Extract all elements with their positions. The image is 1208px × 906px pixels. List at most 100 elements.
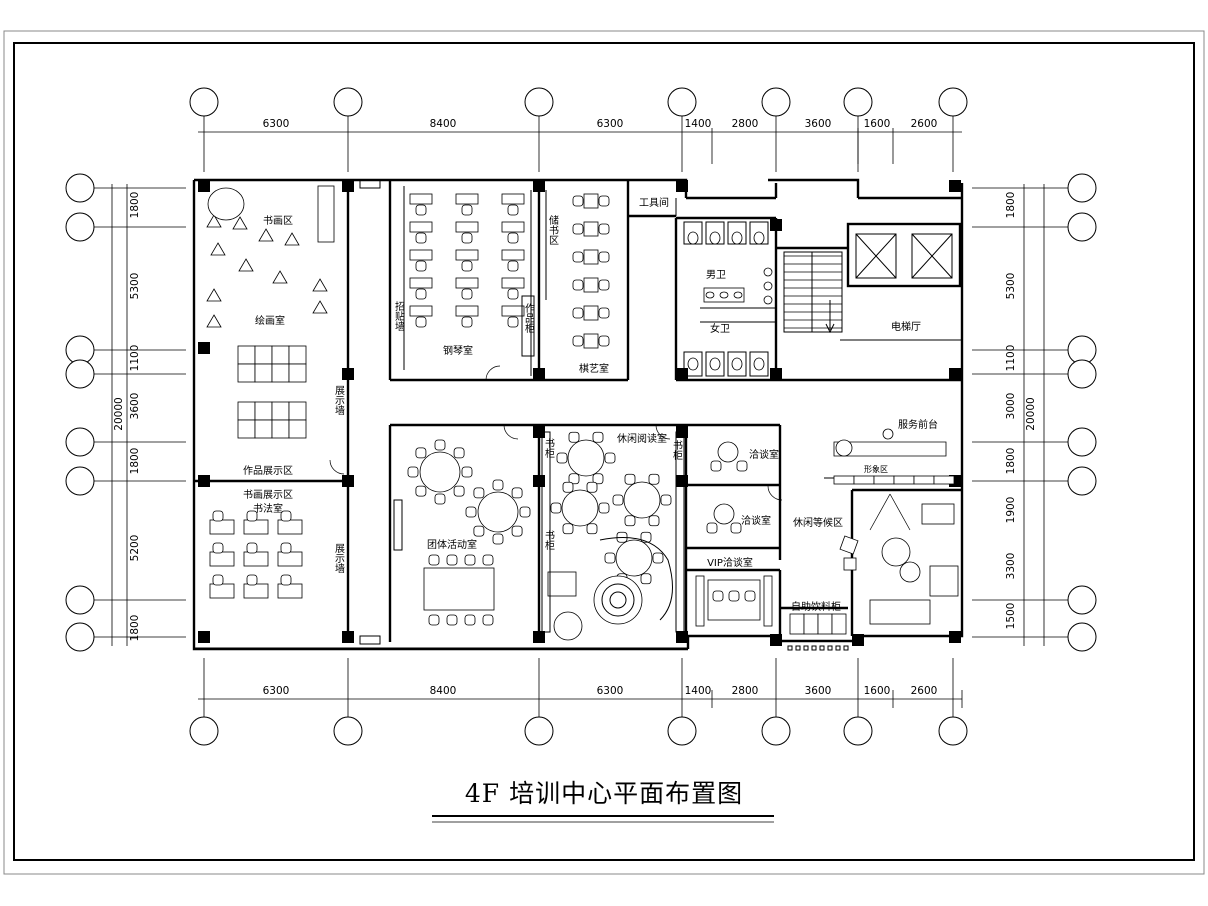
- axis-bubble-right: [1067, 212, 1097, 242]
- label-painting-room: 绘画室: [255, 314, 285, 327]
- label-image-zone: 形象区: [864, 464, 888, 474]
- chair: [492, 533, 504, 545]
- chair: [482, 554, 494, 566]
- chair: [706, 522, 718, 534]
- chair: [624, 473, 636, 485]
- chair: [511, 525, 523, 537]
- outer-sheet-border: [3, 30, 1205, 875]
- table: [501, 305, 525, 317]
- column: [949, 368, 961, 380]
- chair: [592, 473, 604, 485]
- chair: [212, 574, 224, 586]
- table: [455, 305, 479, 317]
- column: [676, 368, 688, 380]
- table: [409, 221, 433, 233]
- chair: [246, 542, 258, 554]
- column: [770, 219, 782, 231]
- table: [929, 565, 959, 597]
- table: [288, 419, 307, 439]
- dim-right-7: 3300: [1005, 553, 1017, 580]
- dim-bottom-2: 8400: [430, 685, 457, 697]
- label-women-toilet: 女卫: [710, 322, 730, 335]
- structural-columns: [198, 180, 961, 646]
- round-table: [567, 439, 605, 477]
- chair: [652, 552, 664, 564]
- chair: [473, 525, 485, 537]
- chair: [640, 573, 652, 585]
- chair: [736, 460, 748, 472]
- chair: [648, 515, 660, 527]
- column: [770, 368, 782, 380]
- chair: [592, 431, 604, 443]
- label-tool-room: 工具间: [639, 196, 669, 209]
- dim-right-total: 20000: [1025, 397, 1037, 430]
- door-swing: [485, 365, 501, 381]
- easel: [312, 300, 328, 314]
- column: [533, 368, 545, 380]
- table: [288, 345, 307, 365]
- table: [288, 401, 307, 421]
- door-swing: [503, 424, 519, 440]
- chair: [464, 614, 476, 626]
- chair: [556, 452, 568, 464]
- chair: [598, 279, 610, 291]
- chair: [246, 510, 258, 522]
- table: [501, 221, 525, 233]
- column: [533, 475, 545, 487]
- table: [831, 613, 847, 635]
- table: [455, 221, 479, 233]
- table: [243, 519, 269, 535]
- column: [342, 631, 354, 643]
- table: [317, 185, 335, 243]
- axis-bubble-top: [333, 87, 363, 117]
- dim-bottom-3: 6300: [597, 685, 624, 697]
- chair: [572, 307, 584, 319]
- room-labels: 书画区 绘画室 作品展示区 书画展示区 书法室 展示墙 展示墙 钢琴室 招贴墙 …: [243, 196, 938, 613]
- label-piano-room: 钢琴室: [443, 344, 473, 357]
- column: [198, 631, 210, 643]
- chair: [572, 335, 584, 347]
- chair: [415, 447, 427, 459]
- table: [853, 475, 875, 485]
- table: [271, 345, 290, 365]
- dim-left-total: 20000: [113, 397, 125, 430]
- column: [770, 634, 782, 646]
- axis-bubble-left: [65, 212, 95, 242]
- label-bookshelf-2: 书柜: [543, 530, 555, 551]
- easel: [238, 258, 254, 272]
- axis-bubble-right: [1067, 173, 1097, 203]
- dim-right-4: 3000: [1005, 393, 1017, 420]
- chair: [415, 316, 427, 328]
- chair: [604, 452, 616, 464]
- round-table: [623, 481, 661, 519]
- column: [533, 631, 545, 643]
- table: [803, 613, 819, 635]
- dim-left-4: 3600: [129, 393, 141, 420]
- axis-bubble-bottom: [761, 716, 791, 746]
- inner-sheet-border: [13, 42, 1195, 861]
- axis-bubble-right: [1067, 585, 1097, 615]
- chair: [428, 554, 440, 566]
- chair: [604, 552, 616, 564]
- chair: [415, 288, 427, 300]
- chair: [461, 288, 473, 300]
- chair: [280, 510, 292, 522]
- label-calligraphy-zone: 书画区: [263, 215, 293, 227]
- table: [583, 249, 599, 265]
- table: [583, 221, 599, 237]
- chair: [507, 232, 519, 244]
- table: [237, 419, 256, 439]
- chair: [415, 232, 427, 244]
- column: [676, 631, 688, 643]
- label-chess-room: 棋艺室: [579, 362, 609, 375]
- table: [409, 193, 433, 205]
- table: [695, 575, 705, 627]
- round-table: [615, 539, 653, 577]
- table: [409, 305, 433, 317]
- axis-bubble-bottom: [667, 716, 697, 746]
- chair: [624, 515, 636, 527]
- dim-top-7: 1600: [864, 118, 891, 130]
- label-display-wall-2: 展示墙: [333, 543, 345, 574]
- axis-bubble-left: [65, 427, 95, 457]
- axis-bubble-bottom: [938, 716, 968, 746]
